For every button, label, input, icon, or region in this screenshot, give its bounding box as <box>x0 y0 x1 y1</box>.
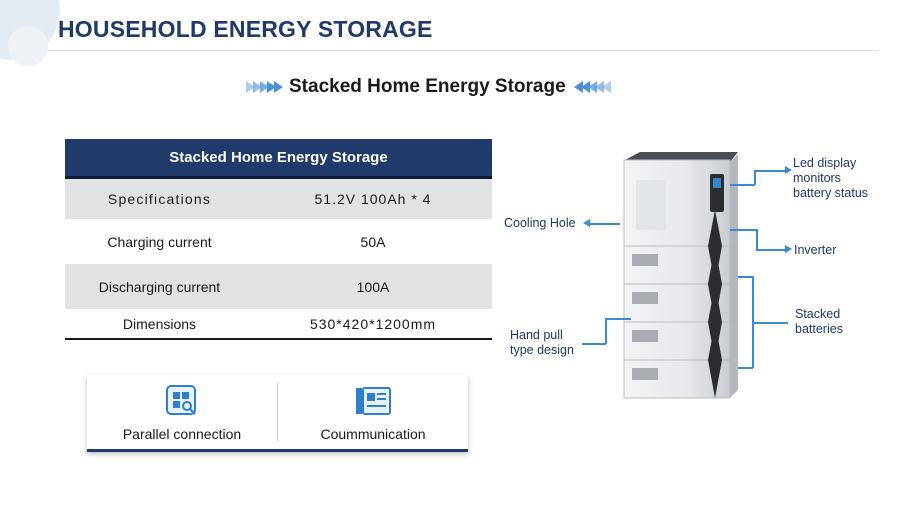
inverter-arrow-h1 <box>730 229 757 231</box>
stacked-bracket-top <box>738 276 753 278</box>
page-title: HOUSEHOLD ENERGY STORAGE <box>58 16 433 42</box>
table-row: Dimensions 530*420*1200mm <box>65 309 492 340</box>
label-hand-pull: Hand pull type design <box>510 328 574 358</box>
arrow-right-icon <box>785 166 792 174</box>
spec-table-header: Stacked Home Energy Storage <box>65 139 492 179</box>
label-led-display-line1: Led display <box>793 156 857 170</box>
decorative-circle-small <box>8 26 48 66</box>
feature-communication: Coummunication <box>278 375 468 449</box>
row-label: Charging current <box>107 233 212 250</box>
parallel-connection-icon <box>166 385 196 415</box>
row-label: Dimensions <box>122 315 197 332</box>
feature-divider <box>277 383 278 441</box>
hand-pull-arrow-v <box>605 318 607 344</box>
chevrons-right-icon <box>246 81 283 93</box>
spec-table: Stacked Home Energy Storage Specificatio… <box>65 139 492 340</box>
label-led-display-line2: monitors <box>793 171 841 185</box>
stacked-bracket-bottom <box>738 367 753 369</box>
arrow-right-icon <box>785 245 792 253</box>
row-value: 51.2V 100Ah * 4 <box>314 191 432 207</box>
title-divider <box>48 50 878 51</box>
label-cooling-hole: Cooling Hole <box>504 216 576 230</box>
hand-pull-arrow-h <box>582 343 606 345</box>
row-value: 530*420*1200mm <box>309 315 437 332</box>
row-value: 100A <box>356 278 390 295</box>
label-stacked-batteries: Stacked batteries <box>795 307 843 337</box>
battery-stack-product-image <box>623 152 738 399</box>
section-subtitle: Stacked Home Energy Storage <box>246 76 611 98</box>
feature-card: Parallel connection Coummunication <box>87 375 468 452</box>
chevrons-left-icon <box>573 81 611 93</box>
led-arrow-h1 <box>730 184 755 186</box>
hand-pull-arrow-h2 <box>605 318 631 320</box>
feature-label: Parallel connection <box>122 426 242 442</box>
feature-parallel-connection: Parallel connection <box>87 375 277 449</box>
led-arrow-v <box>754 170 756 185</box>
led-arrow-h2 <box>754 170 786 172</box>
row-value: 50A <box>360 233 386 250</box>
table-row: Specifications 51.2V 100Ah * 4 <box>65 179 492 219</box>
label-led-display: Led display monitors battery status <box>793 156 868 201</box>
label-hand-pull-line2: type design <box>510 343 574 357</box>
inverter-arrow-h2 <box>756 249 786 251</box>
table-row: Discharging current 100A <box>65 264 492 309</box>
inverter-arrow-v <box>756 229 758 250</box>
feature-label: Coummunication <box>320 426 426 442</box>
label-inverter: Inverter <box>794 243 837 257</box>
cooling-hole-arrow <box>590 223 620 225</box>
stacked-arrow <box>752 322 788 324</box>
row-label: Discharging current <box>98 278 221 295</box>
row-label: Specifications <box>107 191 212 207</box>
section-subtitle-text: Stacked Home Energy Storage <box>289 76 566 97</box>
label-led-display-line3: battery status <box>793 186 869 200</box>
label-stacked-line2: batteries <box>795 322 843 336</box>
label-stacked-line1: Stacked <box>795 307 841 321</box>
table-row: Charging current 50A <box>65 219 492 264</box>
arrow-left-icon <box>583 219 590 227</box>
communication-icon <box>356 387 391 415</box>
label-hand-pull-line1: Hand pull <box>510 328 563 342</box>
